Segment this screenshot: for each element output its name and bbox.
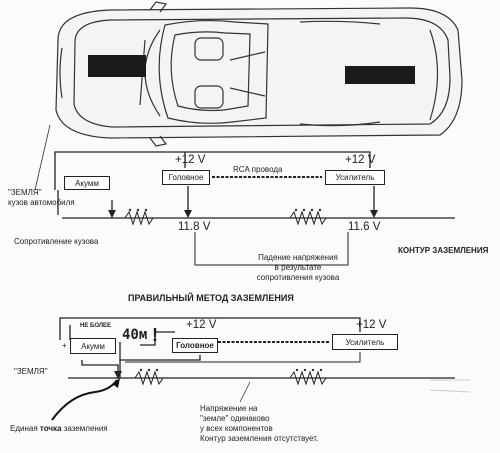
top-arrows	[108, 210, 378, 218]
voltage-drop-note: Падение напряжения в результате сопротив…	[248, 253, 348, 283]
ground-label-line2: кузов автомобиля	[8, 198, 75, 207]
speaker-front	[88, 55, 146, 77]
single-point-bold: точка	[39, 424, 62, 433]
single-point-prefix: Единая	[10, 424, 40, 433]
top-resistors	[124, 210, 327, 226]
plus12-label-left-top: +12 V	[175, 154, 206, 166]
drop-line3: сопротивления кузова	[256, 273, 340, 282]
plus12-label-left-bottom: +12 V	[186, 319, 217, 331]
bottom-arrows	[114, 371, 122, 379]
drop-bracket	[194, 232, 349, 266]
equal-voltage-note: Напряжение на "земле" одинаково у всех к…	[200, 404, 318, 444]
amplifier-box-bottom: Усилитель	[332, 334, 398, 350]
ground-label: "ЗЕМЛЯ" кузов автомобиля	[8, 188, 75, 208]
top-wiring	[54, 151, 455, 219]
plus12-label-right-bottom: +12 V	[356, 319, 387, 331]
battery-box-bottom: Акумм	[70, 338, 116, 354]
single-point-label: Единая точка заземления	[10, 425, 108, 433]
plus12-label-right-top: +12 V	[345, 154, 376, 166]
correct-method-heading: ПРАВИЛЬНЫЙ МЕТОД ЗАЗЕМЛЕНИЯ	[128, 293, 294, 303]
voltage-right: 11.6 V	[348, 221, 381, 233]
exclaim-mark: !	[152, 325, 158, 345]
head-unit-box-bottom: Головное	[172, 338, 218, 353]
bottom-wiring	[59, 317, 455, 379]
amplifier-box-top: Усилитель	[325, 170, 385, 185]
ground-label-bottom: "ЗЕМЛЯ"	[14, 367, 48, 376]
single-point-suffix: заземления	[61, 424, 108, 433]
note-line3: у всех компонентов	[200, 424, 273, 433]
plus-sign: +	[62, 341, 67, 350]
top-resistor-dots	[128, 208, 322, 212]
car-top-view	[55, 1, 463, 147]
body-resistance-label: Сопротивление кузова	[14, 237, 99, 246]
speaker-rear	[345, 66, 415, 84]
head-unit-box-top: Головное	[162, 170, 210, 185]
drop-line1: Падение напряжения	[258, 253, 338, 262]
ground-label-line1: "ЗЕМЛЯ"	[8, 188, 42, 197]
ground-loop-title: КОНТУР ЗАЗЕМЛЕНИЯ	[398, 246, 489, 255]
battery-box-top: Акумм	[64, 176, 110, 190]
note-line1: Напряжение на	[200, 404, 258, 413]
bottom-resistors	[134, 370, 327, 386]
voltage-left: 11.8 V	[178, 221, 211, 233]
single-point-pointer	[51, 379, 118, 421]
not-more-label: НЕ БОЛЕЕ	[80, 323, 112, 329]
bottom-resistor-dots	[139, 368, 323, 372]
ohm-value: 40м	[122, 327, 148, 343]
drop-line2: в результате	[274, 263, 322, 272]
note-line4: Контур заземления отсутствует.	[200, 434, 319, 443]
note-line2: "земле" одинаково	[200, 414, 270, 423]
rca-label: RCA провода	[233, 165, 283, 174]
